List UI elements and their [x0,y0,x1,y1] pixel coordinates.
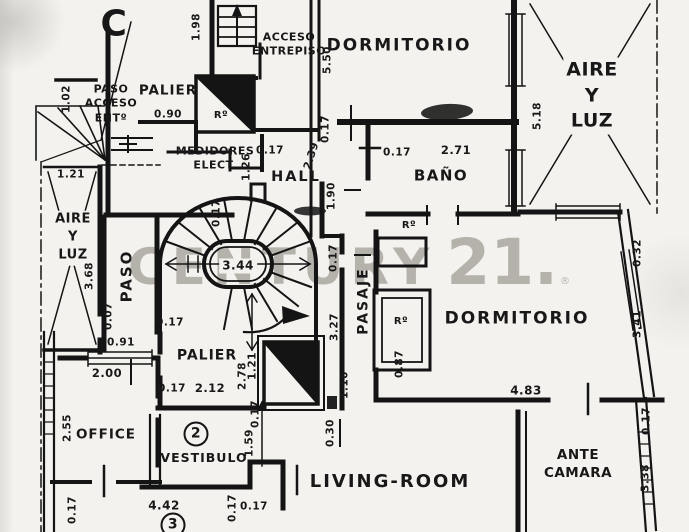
watermark-number: 21. [446,226,558,299]
dim-vest-1-59: 1.59 [243,429,256,457]
dim-lot-1-02: 1.02 [60,85,73,113]
spiral-staircase [158,182,318,352]
dim-closet-0-87: 0.87 [393,350,406,378]
window-symbol-office [87,349,153,367]
ropero-closet-label: Rº [393,315,409,327]
dim-dorm-right-0-32: 0.32 [631,239,644,267]
dim-stair-0-17: 0.17 [210,199,223,227]
room-bano: BAÑO [413,166,469,185]
window-symbol [505,13,526,207]
dim-pasaje-3-27: 3.27 [328,313,341,341]
registered-mark-icon: ® [559,276,570,287]
room-medidores-elect: MEDIDORES ELECT. [175,144,255,171]
dim-ante-3-38: 3.38 [639,464,652,492]
unit-number-2-badge: 2 [183,421,209,447]
room-vestibulo: VESTIBULO [160,450,248,466]
room-dormitorio-right: DORMITORIO [444,308,590,329]
dim-stair-3-44: 3.44 [219,258,257,274]
room-ante-camara: ANTE CAMARA [543,446,613,481]
dim-shaft-5-18: 5.18 [531,102,544,130]
dim-paso-0-07: 0.07 [102,302,115,330]
dim-shaft-left-3-68: 3.68 [83,259,97,293]
winder-stairs [35,104,107,162]
dim-palier-0-17-a: 0.17 [158,382,186,395]
closet-symbol [372,288,432,372]
dim-dorm-right-3-41: 3.41 [631,310,644,338]
dim-medidores-1-26: 1.26 [240,153,253,181]
dim-dorm-top-5-50: 5.50 [321,46,334,74]
dim-office-2-55: 2.55 [61,414,74,442]
dim-shaft-left-1-21: 1.21 [57,168,85,181]
dim-vest-0-17: 0.17 [249,400,262,428]
room-paso-acceso: PASO ACCESO ENTº [84,82,138,125]
room-palier-bottom: PALIER [176,347,238,364]
room-office: OFFICE [75,426,137,443]
dim-pasaje-1-10: 1.10 [338,371,351,399]
stair-landing-symbol-top [194,74,256,134]
partial-letter-c: C [100,3,128,45]
room-dormitorio-top: DORMITORIO [326,35,472,56]
ropero-bano-label: Rº [401,219,417,231]
stair-landing-symbol-bottom [257,335,337,411]
room-aire-y-luz-left: AIRE Y LUZ [52,210,94,266]
room-pasaje: PASAJE [355,267,372,335]
dim-ante-0-17: 0.17 [640,407,653,435]
room-living-room: LIVING-ROOM [309,470,471,492]
room-acceso-entrepiso: ACCESO ENTREPISO [251,30,327,57]
window-symbol-top [555,203,621,221]
dim-vest-4-42: 4.42 [148,498,180,513]
dim-entry-1-98: 1.98 [190,13,203,41]
dim-bano-0-17: 0.17 [383,146,411,159]
room-aire-y-luz-right: AIRE Y LUZ [563,57,621,135]
room-hall: HALL [271,168,321,185]
dim-vest-bottom-0-17-a: 0.17 [226,494,239,522]
dim-dorm-right-4-83: 4.83 [510,383,542,398]
dim-hall-1-90: 1.90 [325,182,338,210]
dim-medidores-0-17: 0.17 [256,144,284,157]
dim-paso-0-91: 0.91 [107,336,135,349]
dim-pasaje-0-17: 0.17 [327,244,340,272]
entrepiso-stair-symbol [216,4,258,48]
dim-palier-1-21: 1.21 [246,352,259,380]
room-palier-top: PALIER [138,82,198,99]
unit-number-3-badge: 3 [160,512,186,532]
dim-palier-0-17-b: 0.17 [156,316,184,329]
dim-bano-2-71: 2.71 [440,142,472,157]
ropero-entry-label: Rº [213,109,229,121]
room-paso: PASO [117,249,136,303]
dim-living-0-30: 0.30 [324,419,337,447]
dim-wall-0-17-a: 0.17 [319,115,332,143]
dim-palier-2-12: 2.12 [194,380,226,395]
dim-palier-0-90: 0.90 [154,108,182,121]
dim-bottom-left-0-17: 0.17 [66,496,79,524]
dim-office-2-00: 2.00 [91,365,123,380]
dim-vest-bottom-0-17-b: 0.17 [240,500,268,513]
